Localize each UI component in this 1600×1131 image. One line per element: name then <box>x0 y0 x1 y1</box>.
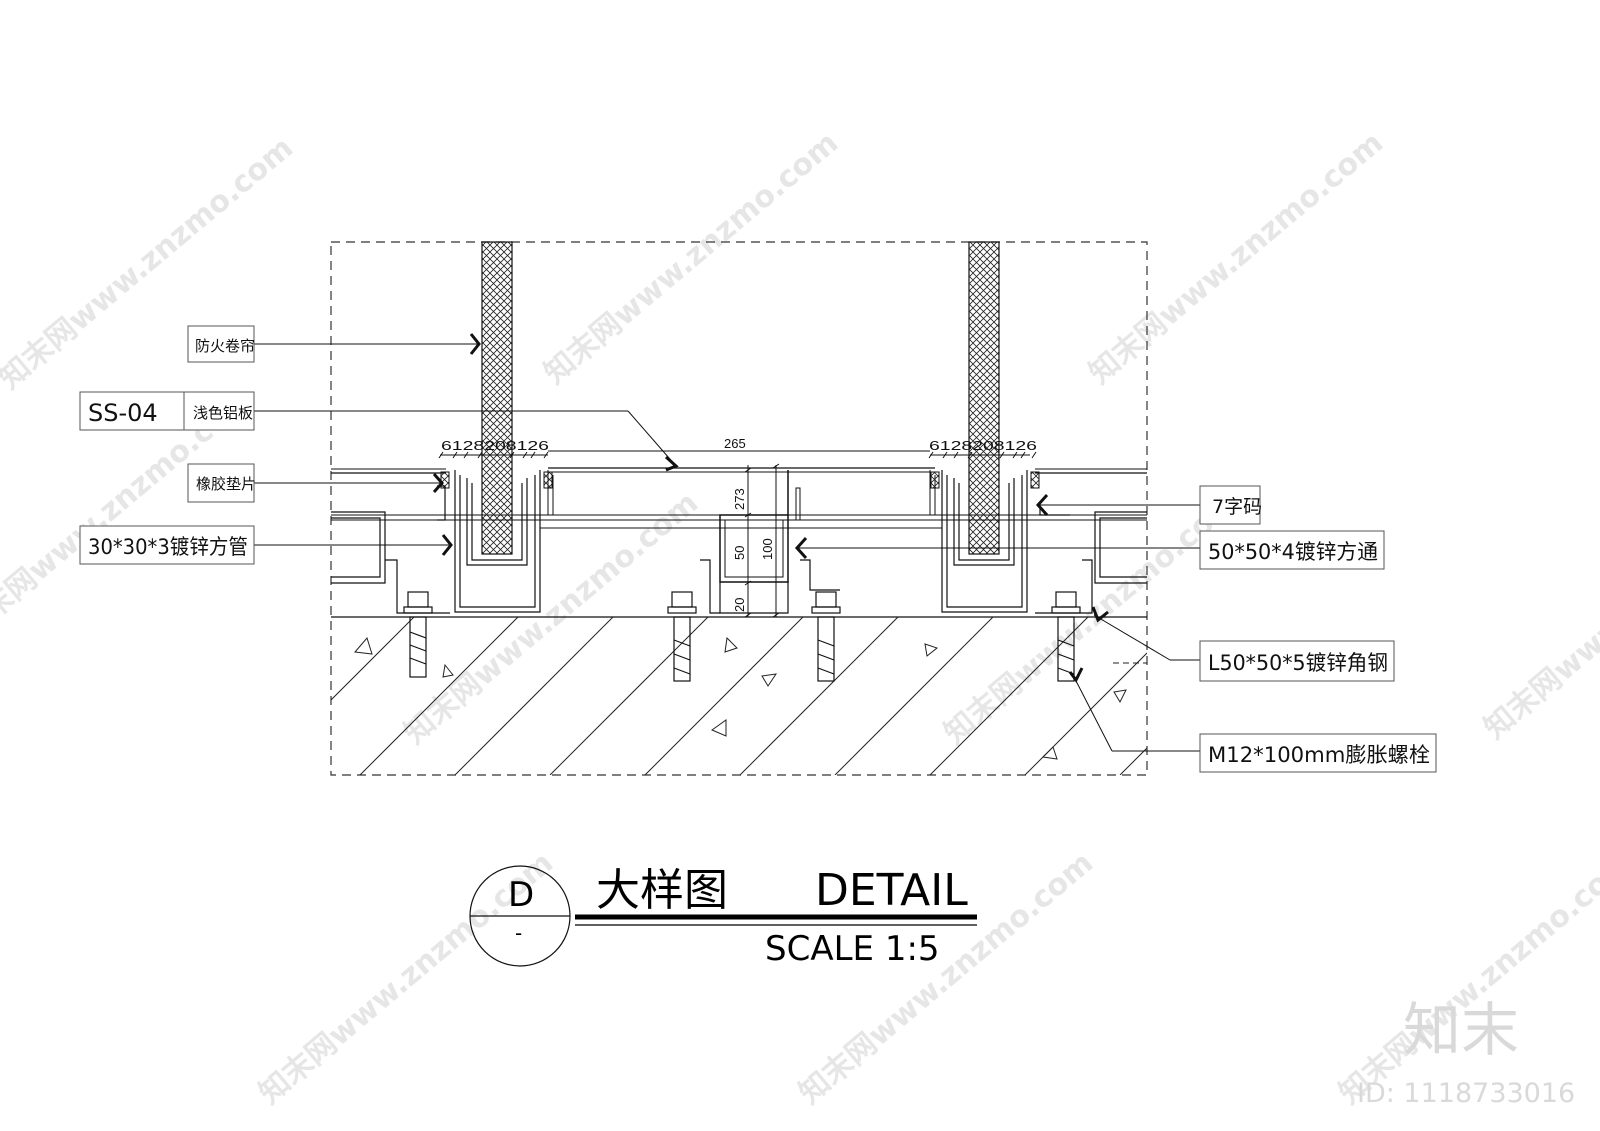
label-code-text: SS-04 <box>88 399 158 427</box>
label-square-tube-small-text: 30*30*3镀锌方管 <box>88 535 248 559</box>
title-block: D - 大样图 DETAIL SCALE 1:5 <box>469 865 977 969</box>
watermark-text: 知末网www.znzmo.com <box>1478 480 1600 746</box>
leader-arrows <box>432 333 1109 683</box>
watermark-text: 知末网www.znzmo.com <box>0 130 300 396</box>
label-square-tube-small: 30*30*3镀锌方管 <box>79 525 255 565</box>
label-rubber-gasket-text: 橡胶垫片 <box>196 475 256 493</box>
label-rubber-gasket: 橡胶垫片 <box>187 463 256 503</box>
detail-boundary <box>330 241 1148 776</box>
watermark-text: 知末网www.znzmo.com <box>1333 845 1600 1111</box>
dimension-lines <box>438 450 1037 618</box>
label-code-aluminum: SS-04 浅色铝板 <box>79 391 255 431</box>
watermark-text: 知末网www.znzmo.com <box>1083 125 1390 391</box>
dim-20: 20 <box>732 598 747 612</box>
label-fire-shutter-text: 防火卷帘 <box>195 337 255 355</box>
anchor-bolt-4 <box>1051 591 1081 682</box>
label-light-aluminum-text: 浅色铝板 <box>193 404 253 422</box>
anchor-bolt-1 <box>403 591 433 678</box>
title-scale: SCALE 1:5 <box>765 929 940 969</box>
label-anchor-bolt-text: M12*100mm膨胀螺栓 <box>1208 743 1430 767</box>
dim-273: 273 <box>732 488 747 510</box>
brand-watermark: 知末 <box>1403 996 1519 1064</box>
brand-id: ID: 1118733016 <box>1357 1078 1575 1109</box>
guide-channel-right <box>941 470 1028 613</box>
detail-symbol-sub: - <box>515 921 522 945</box>
dim-100: 100 <box>760 538 775 560</box>
detail-symbol-letter: D <box>508 875 534 915</box>
dim-50: 50 <box>732 546 747 560</box>
dim-span: 265 <box>724 436 746 451</box>
label-square-tube-large: 50*50*4镀锌方通 <box>1199 530 1385 570</box>
label-angle-steel: L50*50*5镀锌角钢 <box>1199 640 1395 682</box>
dim-left-group: 6128208126 <box>441 438 549 453</box>
anchor-bolt-2 <box>667 591 697 682</box>
label-anchor-bolt: M12*100mm膨胀螺栓 <box>1199 733 1437 773</box>
watermark-text: 知末网www.znzmo.com <box>398 485 705 751</box>
label-z-bracket: 7字码 <box>1199 485 1262 525</box>
square-tube-50-center <box>719 470 801 583</box>
concrete-substrate <box>331 616 1147 775</box>
dim-right-group: 6128208126 <box>929 438 1037 453</box>
rubber-gasket <box>440 471 1040 489</box>
watermark-text: 知末网www.znzmo.com <box>538 125 845 391</box>
label-z-bracket-text: 7字码 <box>1212 496 1262 518</box>
label-angle-steel-text: L50*50*5镀锌角钢 <box>1208 651 1388 675</box>
framing-lines <box>331 514 1147 529</box>
title-cn: 大样图 <box>596 865 728 916</box>
fire-shutter-left <box>481 241 513 555</box>
square-tube-30-left <box>331 511 450 614</box>
label-square-tube-large-text: 50*50*4镀锌方通 <box>1208 540 1378 564</box>
anchor-bolt-3 <box>811 591 841 682</box>
fire-shutter-right <box>968 241 1000 555</box>
title-en: DETAIL <box>815 865 968 916</box>
leader-lines <box>254 343 1200 752</box>
label-fire-shutter: 防火卷帘 <box>187 325 255 363</box>
